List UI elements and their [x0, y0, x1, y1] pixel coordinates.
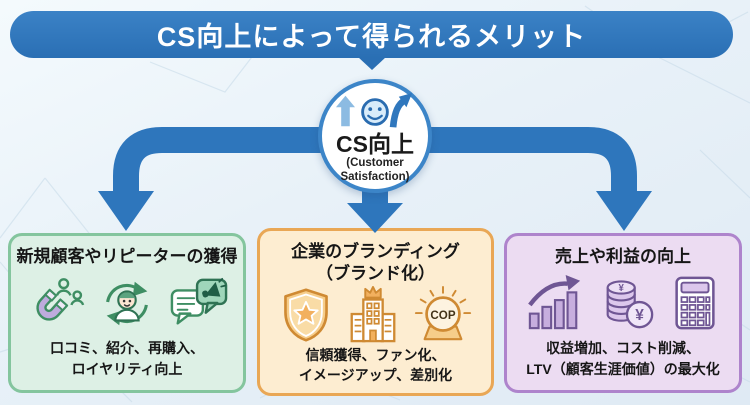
- yen-symbol: ¥: [635, 307, 644, 324]
- benefit-box-new-customers: 新規顧客やリピーターの獲得: [8, 233, 246, 393]
- benefit-box-branding: 企業のブランディング （ブランド化）: [257, 228, 494, 396]
- box-icon-row: COP: [278, 285, 474, 345]
- box-title-line2: （ブランド化）: [316, 264, 435, 284]
- crowned-company-building-icon: [350, 286, 395, 343]
- cs-node-subtitle: (Customer Satisfaction): [340, 157, 410, 183]
- box-title: 新規顧客やリピーターの獲得: [16, 247, 238, 266]
- title-banner: CS向上によって得られるメリット: [10, 11, 733, 58]
- box-icon-row: [24, 273, 230, 333]
- box-title: 企業のブランディング （ブランド化）: [291, 241, 460, 285]
- yen-symbol: ¥: [619, 283, 625, 294]
- growth-bar-chart-icon: [528, 275, 581, 330]
- repeat-customer-cycle-icon: [106, 281, 148, 326]
- box-description: 口コミ、紹介、再購入、 ロイヤリティ向上: [50, 338, 204, 379]
- cs-improvement-icon: [335, 92, 413, 128]
- smiley-face-icon: [361, 98, 389, 126]
- description-line: 口コミ、紹介、再購入、: [50, 340, 204, 357]
- badge-label: COP: [430, 309, 455, 322]
- box-description: 信頼獲得、ファン化、 イメージアップ、差別化: [299, 345, 452, 386]
- shield-star-icon: [283, 288, 328, 342]
- box-description: 収益増加、コスト削減、 LTV（顧客生涯価値）の最大化: [526, 338, 719, 379]
- cs-node-title: CS向上: [336, 131, 414, 157]
- yen-coins-icon: ¥ ¥: [606, 280, 654, 329]
- description-line: イメージアップ、差別化: [298, 367, 453, 384]
- box-title-line1: 企業のブランディング: [291, 242, 460, 261]
- magnet-attract-customers-icon: [36, 278, 85, 321]
- page-title: CS向上によって得られるメリット: [156, 22, 587, 52]
- benefit-box-sales-profit: 売上や利益の向上 ¥: [504, 233, 742, 393]
- word-of-mouth-megaphone-icon: [170, 278, 228, 325]
- curved-up-arrow-icon: [389, 92, 413, 128]
- up-arrow-icon: [335, 95, 355, 127]
- cs-center-node: CS向上 (Customer Satisfaction): [318, 79, 432, 193]
- box-icon-row: ¥ ¥: [524, 274, 722, 332]
- description-line: 信頼獲得、ファン化、: [305, 347, 446, 364]
- description-line: ロイヤリティ向上: [71, 360, 183, 377]
- description-line: LTV（顧客生涯価値）の最大化: [526, 360, 720, 377]
- box-title: 売上や利益の向上: [555, 247, 691, 266]
- cop-award-badge-icon: COP: [414, 286, 471, 341]
- banner-pointer-triangle: [358, 57, 386, 70]
- calculator-icon: [675, 276, 715, 330]
- description-line: 収益増加、コスト削減、: [546, 340, 700, 357]
